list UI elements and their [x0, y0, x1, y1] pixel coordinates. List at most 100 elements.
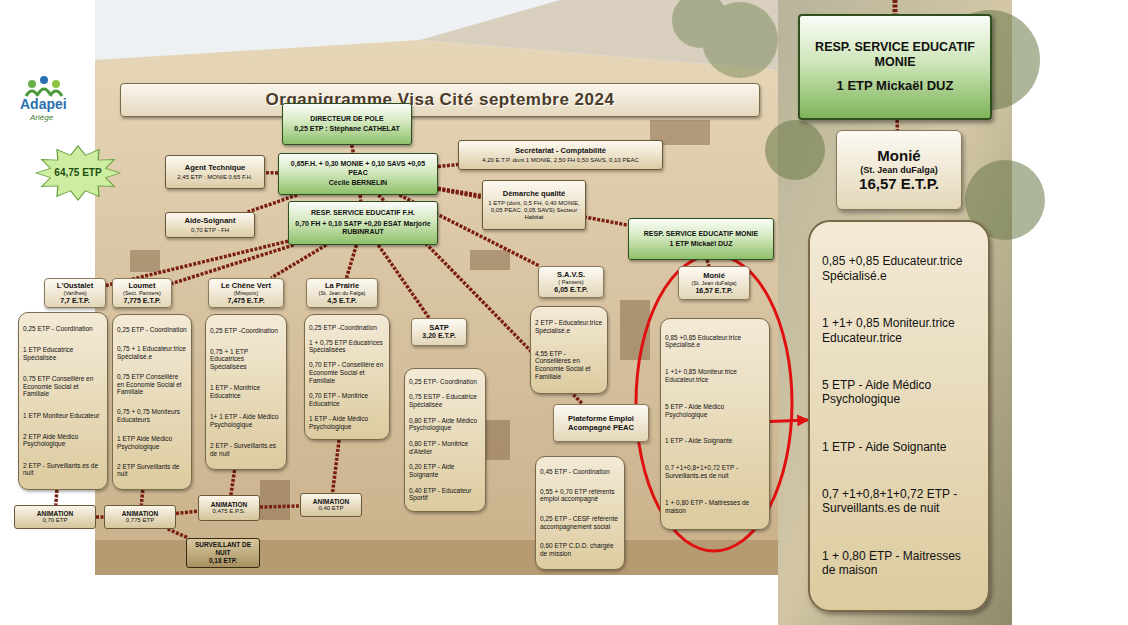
node-text: (Varilhes): [63, 290, 86, 297]
node-text: L'Oustalet: [57, 281, 93, 290]
unit-header: S.A.V.S.( Pamiers)6,05 E.T.P.: [538, 266, 604, 298]
node-text: ( Pamiers): [558, 279, 583, 286]
node-text: 64,75 ETP: [54, 167, 101, 179]
node-text: 7,775 E.T.P.: [123, 297, 160, 305]
animation-box: ANIMATION0,40 ETP: [300, 493, 362, 517]
node-text: 0,70 ETP - FH: [191, 227, 229, 234]
node-text: RESP. SERVICE EDUCATIF MONIE: [644, 230, 758, 238]
node-text: 0,25 ETP -Coordination: [309, 324, 385, 332]
chain-connector: [260, 506, 300, 507]
node-text: ANIMATION: [313, 498, 349, 506]
staff-list: 0,25 ETP -Coordination0,75 + 1 ETP Educa…: [205, 314, 287, 470]
service-box: Aide-Soignant 0,70 ETP - FH: [165, 212, 255, 238]
node-text: 3,20 E.T.P.: [422, 332, 455, 340]
node-text: Secrétariat - Comptabilité: [515, 146, 606, 155]
node-text: 1+ 1 ETP - Aide Médico Psychologique: [210, 413, 282, 429]
chain-connector: [352, 145, 354, 153]
node-text: ANIMATION: [37, 510, 73, 518]
node-text: 1 +1+ 0,85 Moniteur.trice Educateur.tric…: [822, 316, 976, 345]
node-text: 0,25 ETP - CESF référente accompagnement…: [540, 515, 620, 531]
node-text: (St. Jean du Falga): [319, 290, 366, 297]
node-text: 0,55 + 0,70 ETP référents emploi accompa…: [540, 488, 620, 504]
unit-header: Plateforme Emploi Acompagné PEAC: [553, 404, 649, 442]
node-text: Le Chêne Vert: [221, 281, 271, 290]
animation-box: ANIMATION0,775 ETP: [104, 505, 176, 529]
chain-connector: [438, 165, 458, 167]
node-text: 16,57 E.T.P.: [695, 287, 732, 295]
manager-box: RESP. SERVICE EDUCATIF F.H. 0,70 FH + 0,1…: [288, 201, 438, 245]
chain-connector: [56, 490, 57, 505]
node-text: 7,475 E.T.P.: [227, 297, 264, 305]
node-text: (Sect. Pamiers): [123, 290, 161, 297]
node-text: 0,70 FH + 0,10 SATP +0,20 ESAT Marjorie …: [292, 220, 434, 237]
node-text: 0,40 ETP - Educateur Sportif: [409, 487, 481, 503]
node-text: 0,70 ETP - Conseillère en Economie Socia…: [309, 361, 385, 384]
node-text: La Prairie: [325, 281, 359, 290]
node-text: 0,60 ETP C.D.D. chargée de mission: [540, 542, 620, 558]
node-text: RESP. SERVICE EDUCATIF F.H.: [311, 209, 415, 217]
title-box: Organigramme Visa Cité septembre 2024: [120, 83, 760, 117]
node-text: 1 ETP - Monitrice Educatrice: [210, 384, 282, 400]
node-text: 6,05 E.T.P.: [554, 286, 587, 294]
node-text: 1 ETP Aide Médico Psychologique: [117, 435, 187, 451]
node-text: 4,5 E.T.P.: [327, 297, 356, 305]
node-text: Cécile BERNELIN: [329, 179, 387, 187]
node-text: 0,80 ETP - Aide Médico Psychologique: [409, 417, 481, 433]
service-box: Démarche qualité1 ETP (dont, 0,5 FH, 0,4…: [482, 180, 586, 230]
node-text: 2 ETP - Surveillants.es de nuit: [210, 442, 282, 458]
staff-list: 2 ETP - Educateur.trice Spécialisé.e4,55…: [530, 306, 608, 394]
callout-arrow: [770, 420, 808, 422]
node-text: Plateforme Emploi Acompagné PEAC: [557, 414, 645, 432]
node-text: 2,45 ETP : MONIE 0,65 F.H.: [177, 174, 252, 181]
node-text: 0,75 + 1 ETP Educatrices Spécialisées: [210, 348, 282, 371]
node-text: 0,75 ETP Conseillère en Economie Social …: [23, 375, 103, 398]
building-photo: [95, 0, 778, 575]
node-text: 2 ETP - Educateur.trice Spécialisé.e: [535, 319, 603, 335]
staff-list: 0,25 ETP -Coordination1 + 0,75 ETP Educa…: [304, 314, 390, 440]
node-text: ANIMATION: [122, 510, 158, 518]
node-text: 1 ETP - Aide Soignante: [665, 437, 765, 445]
node-text: 0,65F.H. + 0,30 MONIE + 0,10 SAVS +0,05 …: [282, 160, 434, 177]
node-text: 1 ETP Educatrice Spécialisée: [23, 346, 103, 362]
chain-connector: [168, 529, 189, 538]
chain-connector: [438, 189, 628, 225]
node-text: 4,20 E.T.P. dont 1 MONIE, 2,50 FH 0,50 S…: [482, 157, 639, 164]
node-text: 0,45 ETP - Coordination: [540, 468, 620, 476]
node-text: 0,25 ETP - Coordination: [23, 325, 103, 333]
node-text: 0,85 +0,85 Educateur.trice Spécialisé.e: [822, 254, 976, 283]
node-text: 0,75 + 0,75 Moniteurs Educateurs: [117, 408, 187, 424]
node-text: 2 ETP Aide Médico Psychologique: [23, 433, 103, 449]
node-text: 0,40 ETP: [318, 505, 343, 512]
node-text: 0,775 ETP: [126, 517, 154, 524]
chain-connector: [333, 440, 340, 493]
node-text: 5 ETP - Aide Médico Psychologique: [665, 403, 765, 419]
node-text: Aide-Soignant: [185, 216, 236, 225]
deputy-box: 0,65F.H. + 0,30 MONIE + 0,10 SAVS +0,05 …: [278, 153, 438, 195]
manager-box-zoom: RESP. SERVICE EDUCATIF MONIE1 ETP Mickaë…: [798, 14, 992, 120]
node-text: ANIMATION: [211, 501, 247, 509]
node-text: 0,25 ETP - Coordination: [117, 326, 187, 334]
chain-connector: [347, 245, 357, 278]
node-text: Monié: [703, 271, 725, 280]
node-text: 7,7 E.T.P.: [60, 297, 89, 305]
node-text: DIRECTEUR DE POLE: [310, 115, 384, 123]
chain-connector: [176, 511, 198, 513]
chain-connector: [895, 120, 899, 130]
node-text: (St. Jean duFalga): [691, 280, 736, 287]
unit-header: La Prairie(St. Jean du Falga)4,5 E.T.P.: [306, 278, 378, 308]
logo-name: Adapei: [20, 96, 67, 112]
node-text: SATP: [429, 323, 448, 332]
director-box: DIRECTEUR DE POLE 0,25 ETP : Stéphane CAT…: [282, 103, 412, 145]
node-text: 1 + 0,80 ETP - Maitresses de maison: [822, 549, 976, 578]
highlight-ellipse: [636, 255, 792, 551]
node-text: 0,75 ESTP - Educatrice Spécialisée: [409, 393, 481, 409]
node-text: 0,7 +1+0,8+1+0,72 ETP - Surveillants.es …: [665, 464, 765, 480]
node-text: 0,25 ETP : Stéphane CATHELAT: [294, 125, 399, 133]
staff-list: 0,25 ETP- Coordination0,75 ESTP - Educat…: [404, 368, 486, 512]
node-text: (St. Jean duFalga): [860, 165, 938, 176]
node-text: 16,57 E.T.P.: [859, 175, 939, 193]
node-text: 2 ETP Surveillants de nuit: [117, 463, 187, 479]
node-text: 1 ETP - Aide Médico Psychologique: [309, 415, 385, 431]
unit-header: Le Chêne Vert(Mirepoix)7,475 E.T.P.: [208, 278, 284, 308]
